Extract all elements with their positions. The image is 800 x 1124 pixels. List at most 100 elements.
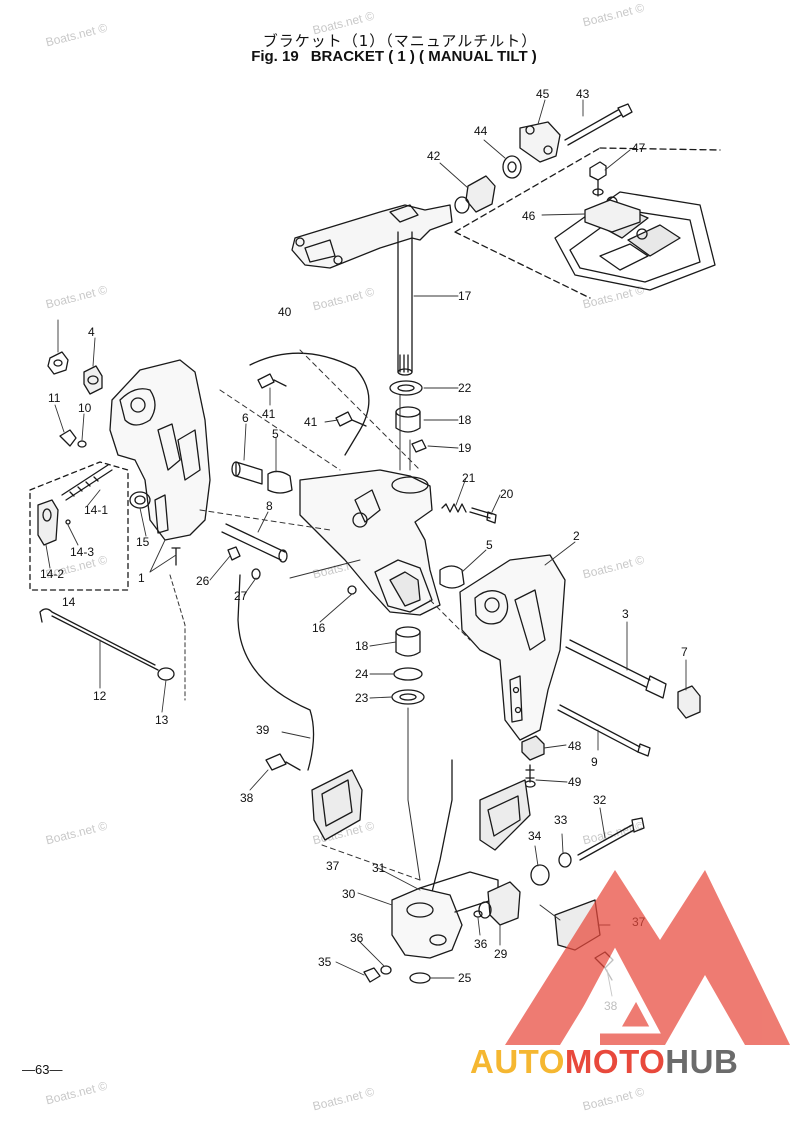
callout-label: 25 <box>458 971 472 985</box>
callout-label: 31 <box>372 861 386 875</box>
lower-shaft <box>429 759 453 901</box>
clamp-46 <box>584 199 641 233</box>
callout-label: 37 <box>326 859 340 873</box>
logo-mark <box>505 870 790 1045</box>
callout-label: 39 <box>256 723 270 737</box>
nut-4 <box>83 365 103 395</box>
figure-number: Fig. 19 <box>251 48 299 65</box>
callout-label: 18 <box>355 639 369 653</box>
logo-part-3: HUB <box>665 1043 739 1080</box>
steering-arm <box>291 204 453 269</box>
lever-14-2 <box>37 499 59 546</box>
callout-label: 44 <box>474 124 488 138</box>
tilt-rod-12 <box>39 608 159 671</box>
bushing-18-lower <box>395 631 421 657</box>
callout-label: 43 <box>576 87 590 101</box>
washer-10 <box>77 440 87 448</box>
callout-label: 1 <box>138 571 145 585</box>
callout-label: 6 <box>242 411 249 425</box>
callout-label: 49 <box>568 775 582 789</box>
callout-label: 18 <box>458 413 472 427</box>
callout-label: 7 <box>681 645 688 659</box>
callout-label: 12 <box>93 689 107 703</box>
cable-39 <box>237 574 315 771</box>
callout-label: 20 <box>500 487 514 501</box>
anode-37-left <box>311 769 363 841</box>
callout-label: 36 <box>350 931 364 945</box>
callout-label: 11 <box>48 391 61 405</box>
clamp-bracket-2 <box>459 554 566 741</box>
screw-1 <box>171 547 181 566</box>
rubber-mount-29 <box>487 881 521 926</box>
callout-label: 14 <box>62 595 76 609</box>
bolt-47 <box>589 161 607 181</box>
callout-label: 9 <box>591 755 598 769</box>
callout-label: 36 <box>474 937 488 951</box>
callout-label: 30 <box>342 887 356 901</box>
callout-label: 3 <box>622 607 629 621</box>
washer-23 <box>391 689 425 705</box>
part-14-box <box>29 461 129 591</box>
ring-25 <box>409 972 431 984</box>
bushing-6 <box>235 461 263 485</box>
callout-label: 27 <box>234 589 248 603</box>
callout-label: 8 <box>266 499 273 513</box>
callout-label: 41 <box>262 407 276 421</box>
flange-5-right <box>439 565 465 589</box>
oring-24 <box>393 667 423 681</box>
bushing-18-upper <box>395 411 421 433</box>
callout-label: 45 <box>536 87 550 101</box>
figure-title: BRACKET ( 1 ) ( MANUAL TILT ) <box>310 48 537 65</box>
ground-cable <box>249 352 370 456</box>
callout-label: 48 <box>568 739 582 753</box>
engine-mount-plate <box>554 191 716 291</box>
bushing-34 <box>530 864 550 886</box>
clamp-bracket-1 <box>109 359 211 541</box>
spring-21 <box>441 503 467 513</box>
callout-label: 40 <box>278 305 292 319</box>
callout-label: 29 <box>494 947 508 961</box>
screw-41-mid <box>335 411 353 427</box>
callout-label: 17 <box>458 289 472 303</box>
callout-label: 21 <box>462 471 476 485</box>
callout-label: 22 <box>458 381 472 395</box>
callout-label: 23 <box>355 691 369 705</box>
bolt-20 <box>469 507 493 519</box>
callout-label: 13 <box>155 713 169 727</box>
flange-5-left <box>267 470 293 494</box>
callout-label: 33 <box>554 813 568 827</box>
screw-41-top <box>257 373 275 389</box>
bolt-3 <box>565 639 651 688</box>
pivot-housing-30 <box>391 887 463 959</box>
mount-rubber-42 <box>465 175 496 213</box>
logo-wordmark: AUTOMOTOHUB <box>470 1043 738 1081</box>
callout-label: 34 <box>528 829 542 843</box>
callout-label: 14-3 <box>70 545 94 559</box>
block-48 <box>521 735 545 761</box>
pin-14-3 <box>65 519 71 525</box>
washer-36-left <box>380 965 392 975</box>
bolt-11 <box>59 429 77 447</box>
washer-33 <box>558 852 572 868</box>
inset-frame <box>454 147 721 299</box>
nut-7 <box>677 685 701 719</box>
plate-45 <box>519 121 561 163</box>
steering-shaft-17 <box>397 231 413 373</box>
callout-label: 14-2 <box>40 567 64 581</box>
callout-label: 19 <box>458 441 472 455</box>
callout-label: 26 <box>196 574 210 588</box>
pin-8 <box>221 523 286 561</box>
title-english: Fig. 19 BRACKET ( 1 ) ( MANUAL TILT ) <box>0 48 800 65</box>
anode-37-center <box>479 779 531 851</box>
washer-27 <box>251 568 261 580</box>
washer-13 <box>157 667 175 681</box>
bolt-38-left <box>265 753 287 771</box>
callout-label: 5 <box>272 427 279 441</box>
callout-label: 10 <box>78 401 92 415</box>
callout-label: 38 <box>240 791 254 805</box>
bolt-32 <box>577 824 635 861</box>
logo-part-1: AUTO <box>470 1043 565 1080</box>
callout-label: 47 <box>632 141 646 155</box>
